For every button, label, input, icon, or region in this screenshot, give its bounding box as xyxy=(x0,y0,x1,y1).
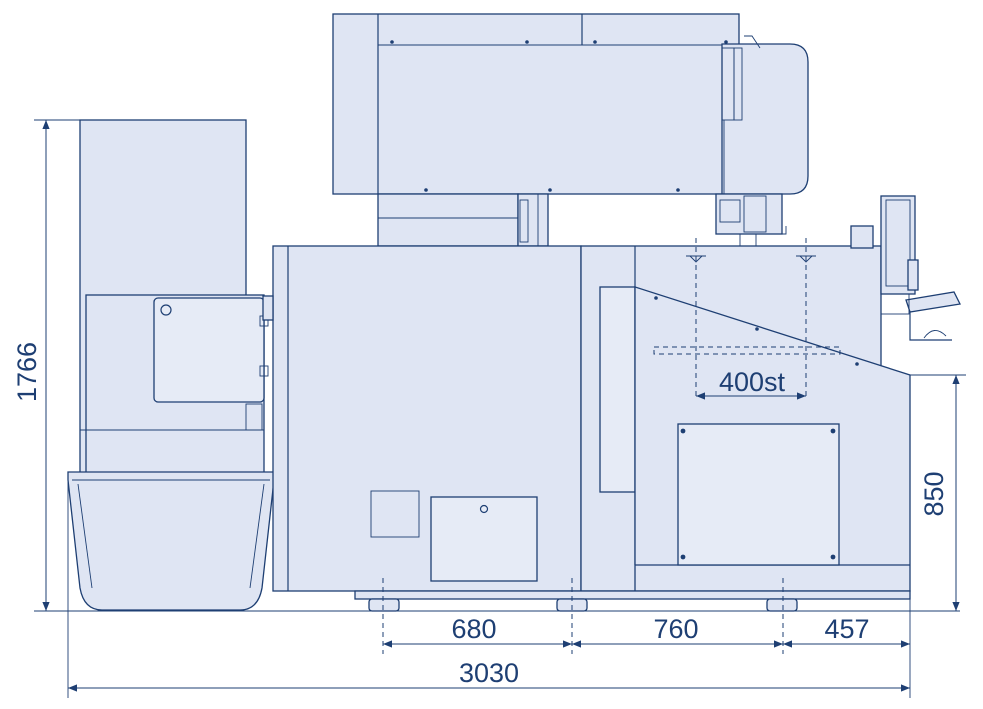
main-frame xyxy=(262,245,582,592)
segment-760-label: 760 xyxy=(653,614,698,644)
height-dimension-850: 850 xyxy=(910,374,966,611)
overall-3030-label: 3030 xyxy=(459,658,519,688)
coolant-unit xyxy=(85,294,269,474)
column-post xyxy=(377,193,549,247)
feed-stroke-guide xyxy=(653,238,841,396)
overall-length-dimension-3030: 3030 xyxy=(67,480,910,698)
stroke-400st-label: 400st xyxy=(719,367,786,397)
base-feet xyxy=(354,590,911,612)
height-dimension-1766: 1766 xyxy=(12,119,80,611)
control-panel xyxy=(850,195,961,341)
segment-457-label: 457 xyxy=(824,614,869,644)
blade-guide xyxy=(715,193,787,262)
work-table xyxy=(634,286,911,592)
blade-wheel-cover xyxy=(721,35,809,195)
stroke-dimension-400st: 400st xyxy=(696,367,806,400)
segment-680-label: 680 xyxy=(451,614,496,644)
chip-bin xyxy=(67,471,275,611)
saw-head-housing xyxy=(332,13,740,195)
height-850-label: 850 xyxy=(919,471,949,516)
height-1766-label: 1766 xyxy=(12,342,42,402)
length-segment-dimensions: 680 760 457 xyxy=(382,578,911,698)
